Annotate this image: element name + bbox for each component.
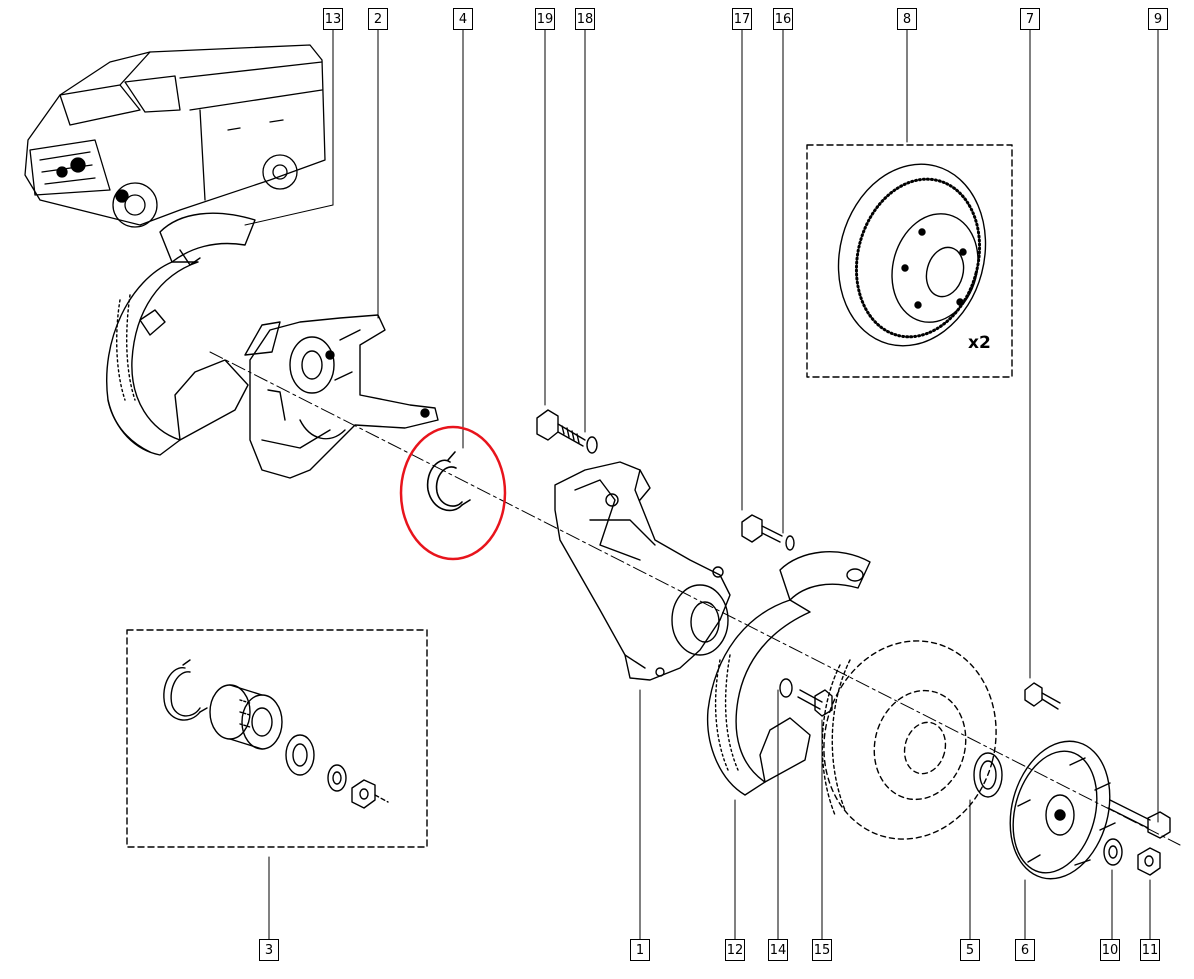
oil-seal xyxy=(973,752,1003,798)
brake-disc-ghost-edge xyxy=(821,659,851,816)
part-label-11: 11 xyxy=(1140,939,1160,961)
part-label-3: 3 xyxy=(259,939,279,961)
part-label-16: 16 xyxy=(773,8,793,30)
part-label-8: 8 xyxy=(897,8,917,30)
part-label-19: 19 xyxy=(535,8,555,30)
part-label-18: 18 xyxy=(575,8,595,30)
kit-quantity-text: x2 xyxy=(968,333,991,353)
leader-lines xyxy=(244,29,1159,941)
assembly-axis xyxy=(209,351,1181,846)
hub-carrier xyxy=(554,461,731,681)
part-label-13: 13 xyxy=(323,8,343,30)
part-label-4: 4 xyxy=(453,8,473,30)
brake-disc-ghost xyxy=(823,640,997,840)
part-label-10: 10 xyxy=(1100,939,1120,961)
van-illustration xyxy=(24,44,326,228)
brake-disc-kit-box xyxy=(806,144,1013,378)
brake-disc xyxy=(837,163,987,347)
bolt-17-washer-16 xyxy=(741,514,795,551)
highlight-circle xyxy=(399,425,507,561)
bolt-19-washer-18 xyxy=(536,409,598,454)
washer-14-bolt-15 xyxy=(779,678,833,717)
stub-axle-carrier xyxy=(244,314,439,479)
circlip xyxy=(426,451,471,512)
part-label-14: 14 xyxy=(768,939,788,961)
part-label-6: 6 xyxy=(1015,939,1035,961)
part-label-17: 17 xyxy=(732,8,752,30)
bearing-kit-box xyxy=(126,629,428,848)
wheel-hub xyxy=(1009,740,1116,880)
brake-dust-shield-right xyxy=(706,551,871,796)
bolt-9 xyxy=(1107,799,1171,839)
part-label-1: 1 xyxy=(630,939,650,961)
part-label-12: 12 xyxy=(725,939,745,961)
part-label-7: 7 xyxy=(1020,8,1040,30)
part-label-9: 9 xyxy=(1148,8,1168,30)
bearing-kit xyxy=(163,659,389,809)
part-label-15: 15 xyxy=(812,939,832,961)
part-label-2: 2 xyxy=(368,8,388,30)
part-label-5: 5 xyxy=(960,939,980,961)
washer-10-nut-11 xyxy=(1103,838,1161,876)
wheel-stud-7 xyxy=(1024,682,1061,710)
brake-dust-shield-left xyxy=(106,212,256,456)
